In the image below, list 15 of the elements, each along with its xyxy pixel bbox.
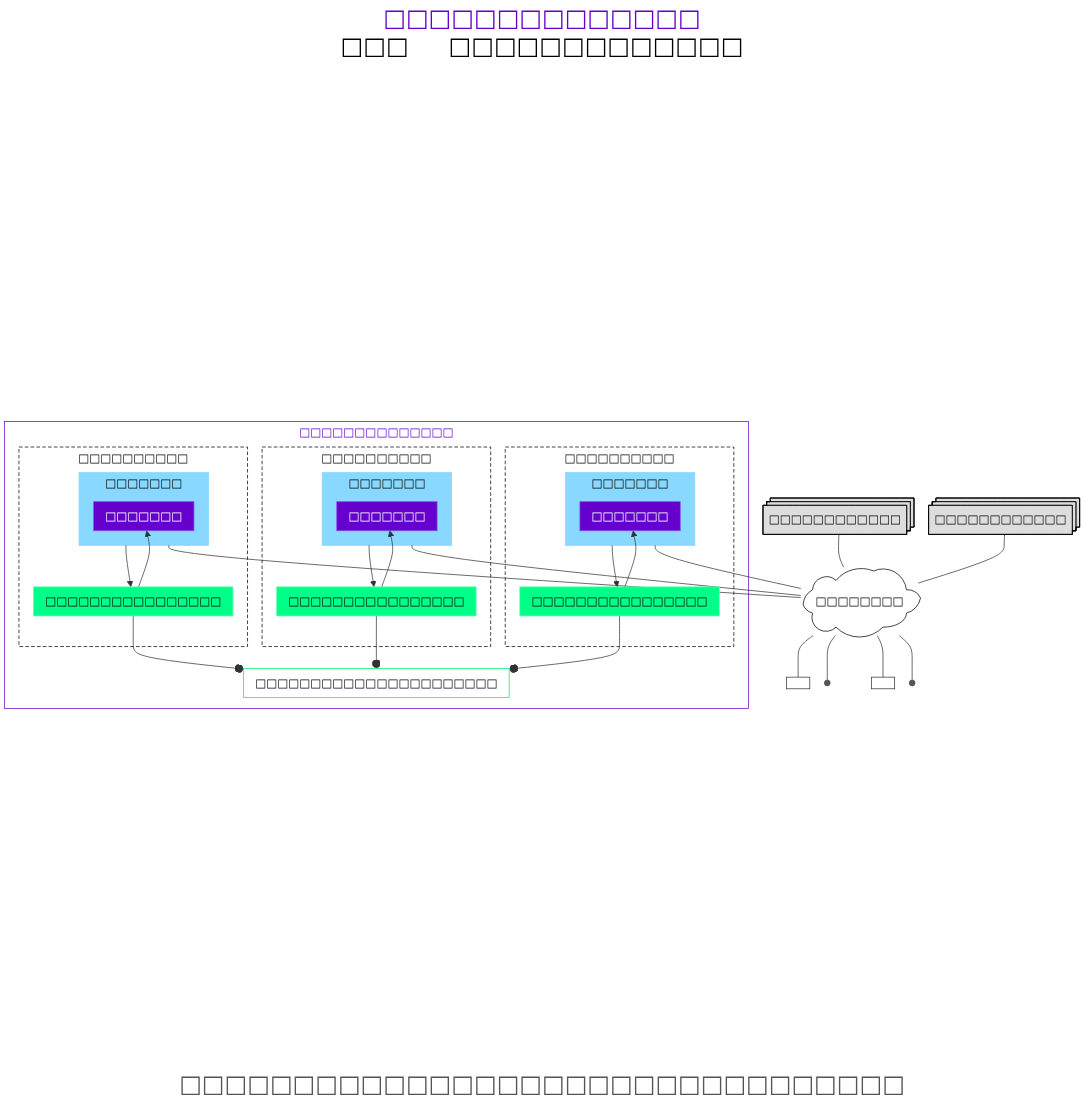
- ellipsis-text: □□□: [340, 32, 409, 60]
- node-box: [786, 676, 811, 690]
- connector: [917, 534, 1005, 584]
- connector: [838, 534, 844, 568]
- connector: [654, 545, 802, 589]
- node-person: [908, 679, 916, 687]
- node-box: [871, 676, 895, 690]
- node-person: [824, 679, 831, 687]
- diagram-title: □□□□□□□□□□□□□□: [383, 4, 701, 32]
- connector: [876, 635, 884, 678]
- caption: □□□□□□□□□□□□□□□□□□□□□□□□□□□□□□□□: [179, 1070, 905, 1098]
- connector: [797, 635, 814, 678]
- document-label: □□□□□□□□□□□□□: [448, 32, 744, 60]
- connector: [826, 635, 836, 681]
- connector: [899, 635, 913, 681]
